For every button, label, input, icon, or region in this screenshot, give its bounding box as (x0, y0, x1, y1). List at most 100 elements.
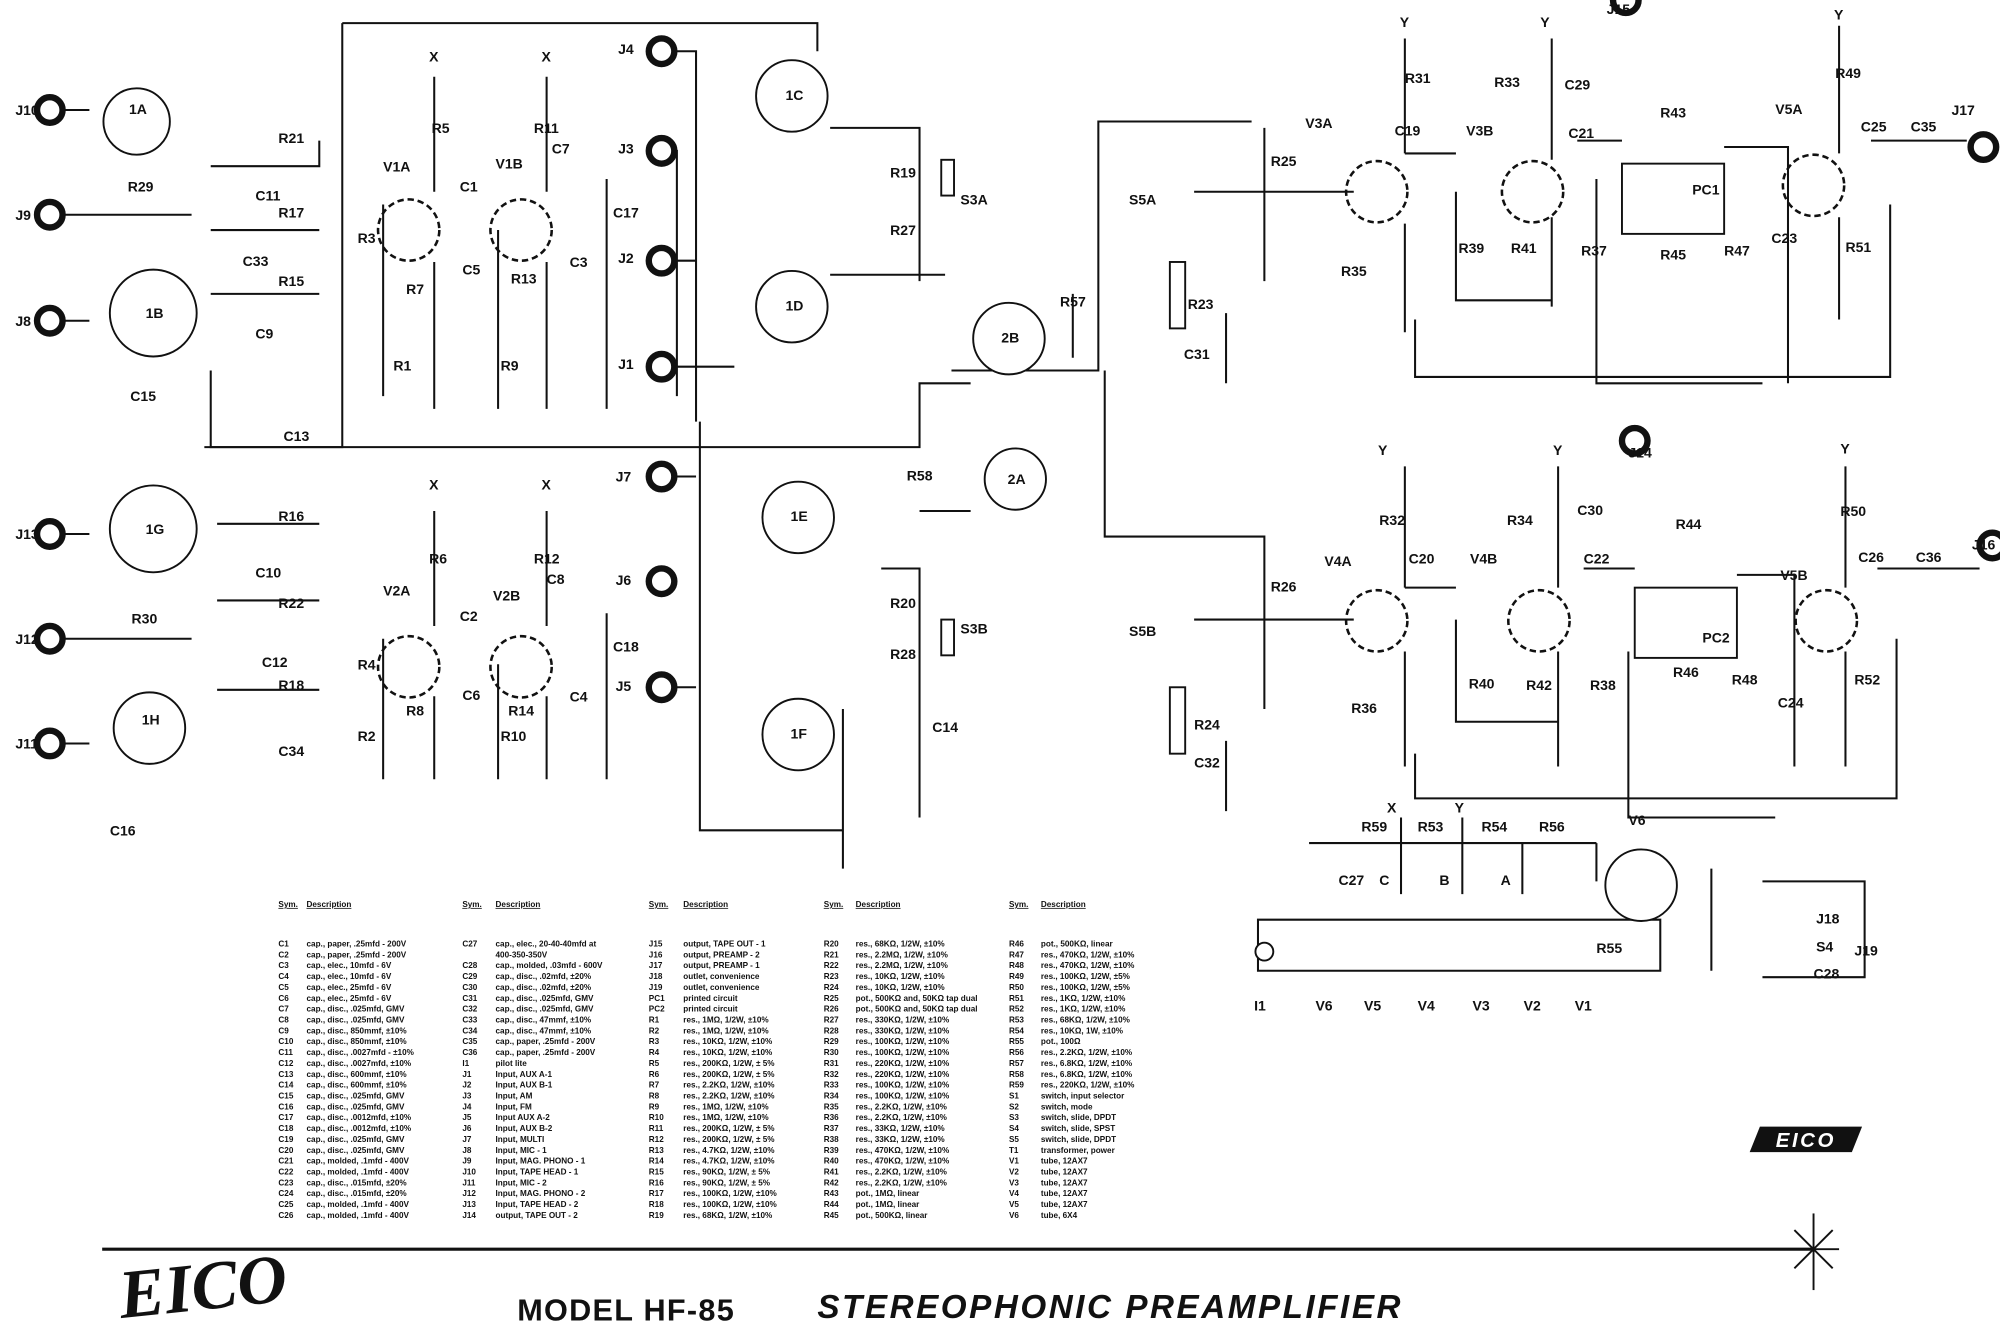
jack-icon[interactable] (1618, 424, 1651, 457)
component-label-r15: R15 (278, 273, 304, 289)
component-label-r41: R41 (1511, 240, 1537, 256)
parts-list-description: cap., disc., 600mmf, ±10% (307, 1081, 408, 1090)
parts-list-symbol: C5 (278, 983, 289, 992)
component-label-r21: R21 (278, 130, 304, 146)
switch-wafer-icon (102, 87, 171, 156)
component-label-r47: R47 (1724, 243, 1750, 259)
component-label-r28: R28 (890, 646, 916, 662)
jack-icon[interactable] (645, 565, 678, 598)
component-symbols (33, 0, 2000, 962)
jack-icon[interactable] (645, 350, 678, 383)
parts-list-description: cap., paper, .25mfd - 200V (496, 1037, 596, 1046)
parts-list-description: pot., 1MΩ, linear (856, 1200, 920, 1209)
component-label-r36: R36 (1351, 700, 1377, 716)
parts-list-description: cap., disc., 600mmf, ±10% (307, 1070, 408, 1079)
component-label-1c: 1C (785, 87, 803, 103)
parts-list-description: printed circuit (683, 1005, 738, 1014)
parts-list-description: cap., disc., .02mfd, ±20% (496, 983, 592, 992)
switch-s5a-icon[interactable] (1168, 261, 1187, 330)
parts-list-description: cap., disc., 47mmf, ±10% (496, 1026, 592, 1035)
component-label-s5a: S5A (1129, 192, 1156, 208)
parts-list-description: res., 4.7KΩ, 1/2W, ±10% (683, 1157, 775, 1166)
component-label-r51: R51 (1845, 239, 1871, 255)
parts-list-symbol: R12 (649, 1135, 664, 1144)
parts-list-description: res., 200KΩ, 1/2W, ± 5% (683, 1135, 775, 1144)
parts-list-symbol: R17 (649, 1189, 664, 1198)
jack-icon[interactable] (33, 198, 66, 231)
wire (342, 22, 819, 52)
component-label-r25: R25 (1271, 153, 1297, 169)
parts-list-symbol: S2 (1009, 1102, 1019, 1111)
component-label-i1: I1 (1254, 997, 1266, 1013)
component-label-c7: C7 (552, 140, 570, 156)
parts-list-symbol: C29 (462, 972, 477, 981)
component-label-x: X (542, 476, 552, 492)
jack-icon[interactable] (645, 460, 678, 493)
parts-list-symbol: R58 (1009, 1070, 1024, 1079)
switch-s5b-icon[interactable] (1168, 686, 1187, 755)
component-label-r5: R5 (432, 120, 450, 136)
jack-icon[interactable] (645, 671, 678, 704)
component-label-1f: 1F (791, 725, 808, 741)
component-label-v6: V6 (1628, 812, 1645, 828)
parts-list-description: pilot lite (496, 1059, 528, 1068)
jack-icon[interactable] (1967, 131, 2000, 164)
jack-icon[interactable] (645, 244, 678, 277)
parts-list-symbol: C3 (278, 961, 289, 970)
parts-list-description: res., 6.8KΩ, 1/2W, ±10% (1041, 1059, 1133, 1068)
parts-list-description: res., 470KΩ, 1/2W, ±10% (856, 1157, 950, 1166)
parts-list-description: res., 2.2KΩ, 1/2W, ±10% (856, 1178, 948, 1187)
component-label-r56: R56 (1539, 819, 1565, 835)
parts-list-description: res., 10KΩ, 1/2W, ±10% (856, 983, 946, 992)
parts-list-description: Input, AM (496, 1092, 533, 1101)
jack-icon[interactable] (1976, 529, 2000, 562)
component-label-y: Y (1840, 441, 1850, 457)
wire (210, 140, 321, 295)
switch-s3a-icon[interactable] (940, 158, 955, 197)
parts-list-description: res., 1KΩ, 1/2W, ±10% (1041, 1005, 1126, 1014)
parts-list-symbol: C11 (278, 1048, 293, 1057)
parts-list-symbol: R50 (1009, 983, 1024, 992)
component-label-c19: C19 (1395, 123, 1421, 139)
parts-list-symbol: C2 (278, 950, 289, 959)
parts-list-description: res., 10KΩ, 1/2W, ±10% (856, 972, 946, 981)
parts-list-symbol: J5 (462, 1113, 472, 1122)
component-label-c9: C9 (255, 326, 273, 342)
component-label-r26: R26 (1271, 578, 1297, 594)
jack-icon[interactable] (1609, 0, 1642, 17)
parts-list-symbol: R30 (824, 1048, 839, 1057)
parts-list-symbol: R2 (649, 1026, 660, 1035)
component-label-2a: 2A (1008, 471, 1026, 487)
component-label-r37: R37 (1581, 243, 1607, 259)
parts-list-symbol: R6 (649, 1070, 660, 1079)
jack-icon[interactable] (33, 622, 66, 655)
parts-list-symbol: R41 (824, 1167, 839, 1176)
parts-list-symbol: R43 (824, 1189, 839, 1198)
jack-icon[interactable] (33, 304, 66, 337)
jack-icon[interactable] (645, 35, 678, 68)
parts-list-description: res., 220KΩ, 1/2W, ±10% (856, 1059, 950, 1068)
component-label-v2b: V2B (493, 587, 520, 603)
component-label-j16: J16 (1972, 536, 1996, 552)
component-label-c11: C11 (255, 188, 280, 204)
component-label-r10: R10 (501, 728, 527, 744)
jack-icon[interactable] (33, 727, 66, 760)
wire (382, 511, 608, 780)
jack-icon[interactable] (33, 518, 66, 550)
parts-list-description: res., 200KΩ, 1/2W, ± 5% (683, 1059, 775, 1068)
jack-icon[interactable] (33, 94, 66, 126)
pc2-board (1633, 586, 1738, 659)
parts-list-description: Input AUX A-2 (496, 1113, 551, 1122)
component-label-r52: R52 (1854, 672, 1880, 688)
parts-list-description: cap., disc., .0012mfd, ±10% (307, 1124, 412, 1133)
component-label-r2: R2 (358, 728, 376, 744)
parts-list-description: Input, AUX A-1 (496, 1070, 553, 1079)
parts-list-symbol: C6 (278, 994, 289, 1003)
component-label-r7: R7 (406, 281, 424, 297)
component-label-r4: R4 (358, 656, 376, 672)
parts-list-description: Input, TAPE HEAD - 2 (496, 1200, 579, 1209)
parts-list-description: cap., molded, .1mfd - 400V (307, 1157, 410, 1166)
jack-icon[interactable] (645, 134, 678, 167)
wire (209, 23, 344, 449)
switch-s3b-icon[interactable] (940, 618, 955, 657)
